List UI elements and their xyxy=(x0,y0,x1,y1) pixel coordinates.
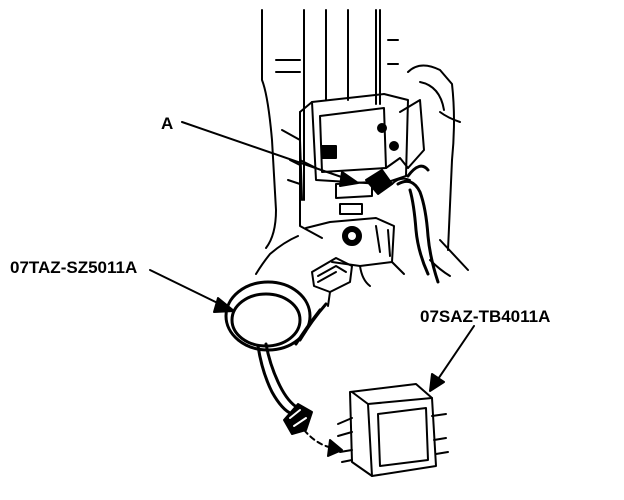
harness-end-plug xyxy=(283,403,313,435)
callout-label-unit: 07SAZ-TB4011A xyxy=(420,307,551,326)
callout-label-a: A xyxy=(161,114,174,133)
connector-a xyxy=(365,157,411,195)
wire-loom-right xyxy=(396,164,440,284)
coiled-harness-cable xyxy=(224,280,328,416)
harness-plug xyxy=(311,257,353,307)
right-bracket xyxy=(407,64,469,277)
steering-column xyxy=(325,9,399,105)
callout-label-harness: 07TAZ-SZ5011A xyxy=(10,258,138,277)
leader-lines xyxy=(149,121,475,392)
lower-bracket xyxy=(255,217,405,287)
control-unit-box xyxy=(337,383,449,477)
vehicle-pillar xyxy=(261,9,305,249)
connection-arrow xyxy=(303,429,343,457)
